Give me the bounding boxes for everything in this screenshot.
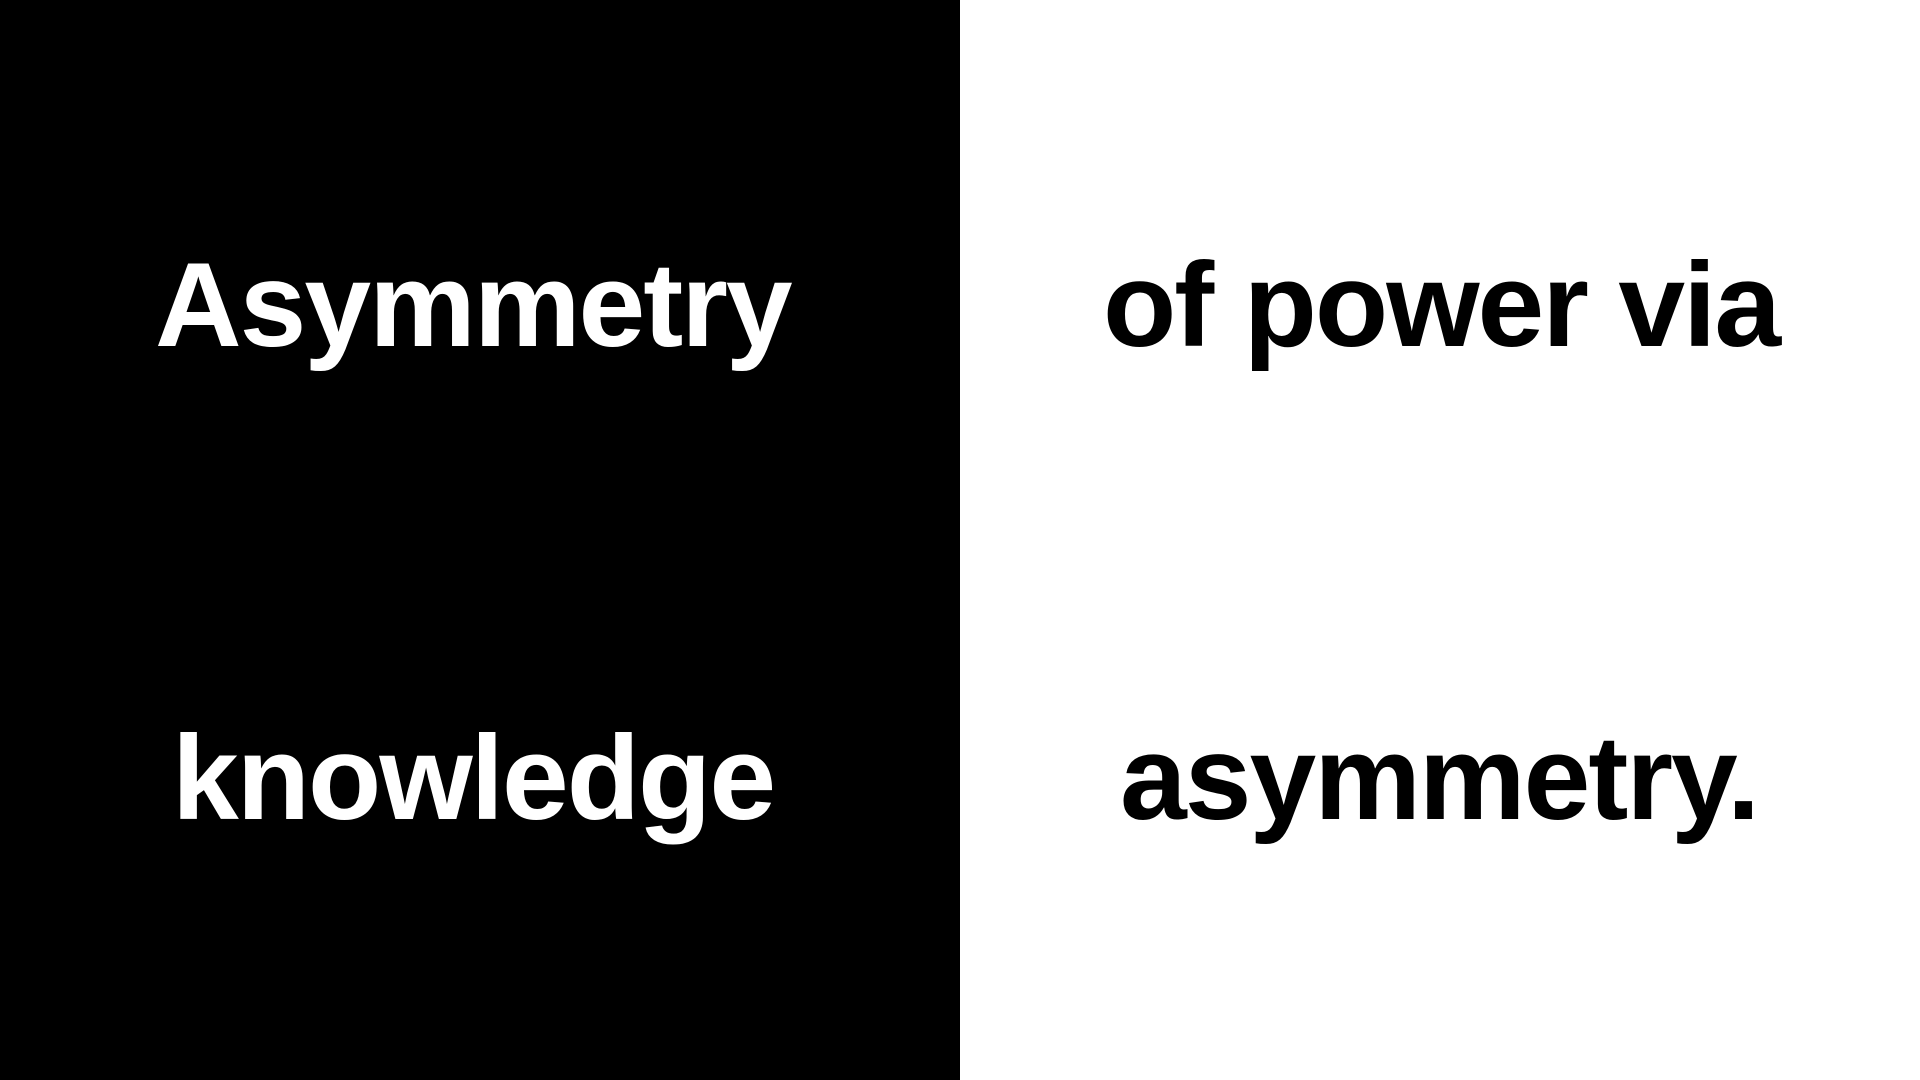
headline-word-bottom-left: knowledge [172,711,776,845]
headline-word-top-left: Asymmetry [155,238,793,372]
headline-word-bottom-right: asymmetry. [1120,711,1760,845]
light-panel [960,0,1920,1080]
dark-panel [0,0,960,1080]
headline-word-top-right: of power via [1103,238,1781,372]
